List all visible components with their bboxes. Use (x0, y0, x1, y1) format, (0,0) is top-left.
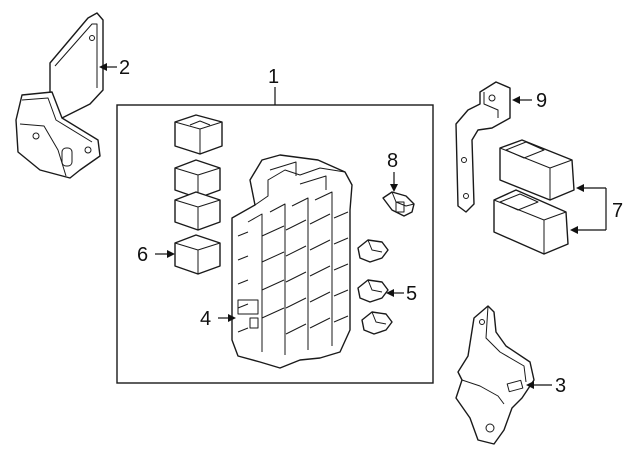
relay-part-6 (174, 234, 221, 275)
relay-middle-b (174, 191, 221, 231)
clip-upper (357, 239, 389, 263)
callout-3: 3 (555, 375, 566, 397)
junction-block-part-4 (231, 154, 353, 369)
upper-bracket-part-2 (15, 12, 104, 179)
callout-7: 7 (612, 200, 623, 222)
callout-5: 5 (406, 283, 417, 305)
callout-8: 8 (387, 150, 398, 172)
relay-top (174, 114, 223, 155)
callout-9: 9 (536, 90, 547, 112)
clip-part-5 (357, 279, 389, 303)
relay-middle-a (174, 159, 221, 199)
clip-lower (361, 311, 393, 335)
callout-2: 2 (119, 57, 130, 79)
callout-4: 4 (200, 308, 211, 330)
clip-part-8 (382, 191, 415, 217)
relay-bracket-part-9 (455, 81, 511, 213)
callout-6: 6 (137, 244, 148, 266)
callout-1: 1 (268, 66, 279, 88)
relay-lower-part-7 (493, 189, 569, 255)
relay-upper-part-7 (499, 139, 575, 201)
lower-bracket-part-3 (455, 305, 535, 445)
